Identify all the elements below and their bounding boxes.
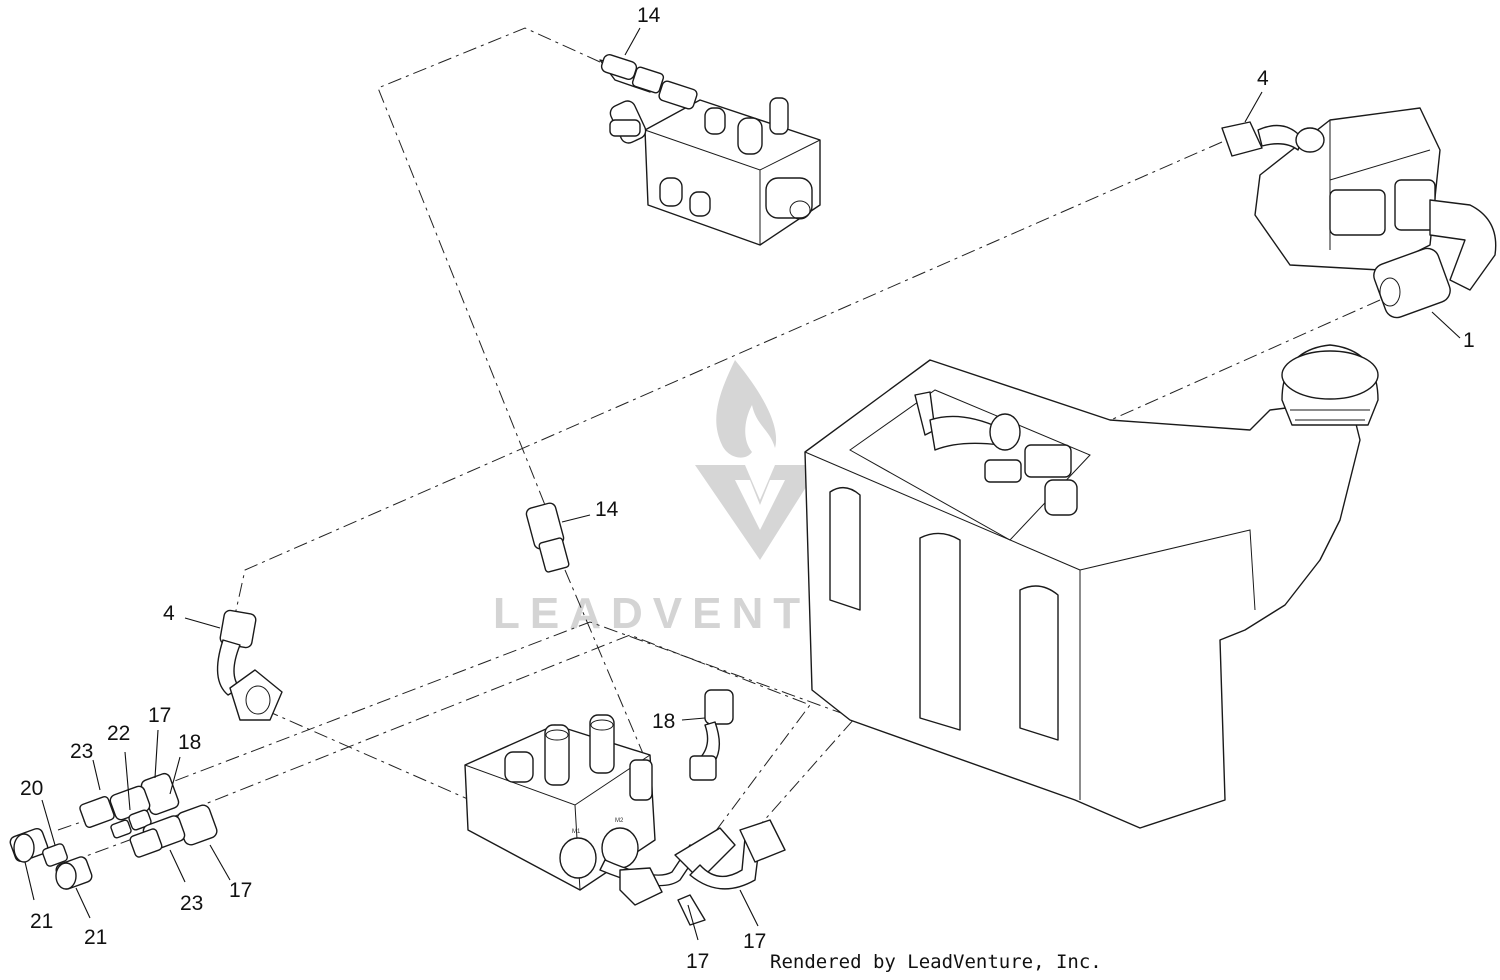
- callout-21-b: 21: [84, 926, 107, 949]
- callout-4-left: 4: [163, 602, 175, 625]
- hydraulic-tank: [804, 344, 1379, 829]
- bottom-hoses-17: [599, 819, 786, 926]
- callout-18-left: 18: [178, 731, 201, 754]
- callout-18-right: 18: [652, 710, 675, 733]
- callout-17-b: 17: [229, 879, 252, 902]
- callout-14-mid: 14: [595, 498, 619, 521]
- v-logo-icon: [695, 465, 820, 560]
- callout-23-b: 23: [180, 892, 203, 915]
- hose-18-elbow: [689, 689, 734, 781]
- callout-17-d: 17: [743, 930, 766, 953]
- flame-logo-icon: [716, 360, 777, 458]
- callout-21-a: 21: [30, 910, 53, 933]
- callout-23-a: 23: [70, 740, 93, 763]
- callout-4-top: 4: [1257, 67, 1269, 90]
- pump-motor-assembly: [1221, 107, 1497, 319]
- callout-leaders: [24, 27, 1461, 941]
- left-elbow-hose-4: [216, 609, 283, 721]
- bottom-valve-block: M1 M2: [464, 714, 656, 891]
- callout-1: 1: [1463, 329, 1475, 352]
- callout-20: 20: [20, 777, 43, 800]
- callout-17-a: 17: [148, 704, 171, 727]
- rendered-by-credit: Rendered by LeadVenture, Inc.: [770, 951, 1102, 973]
- port-label-m1: M1: [572, 829, 581, 835]
- callout-numbers: 14 4 1 14 4 18 17 18 22 23 20 21 21 23 1…: [20, 4, 1475, 973]
- top-valve-block: [599, 54, 821, 246]
- callout-22: 22: [107, 722, 130, 745]
- left-fittings-cluster: [9, 772, 218, 890]
- port-label-m2: M2: [615, 818, 624, 824]
- center-fitting-14: [525, 502, 570, 573]
- callout-14-top: 14: [637, 4, 661, 27]
- callout-17-c: 17: [686, 950, 709, 973]
